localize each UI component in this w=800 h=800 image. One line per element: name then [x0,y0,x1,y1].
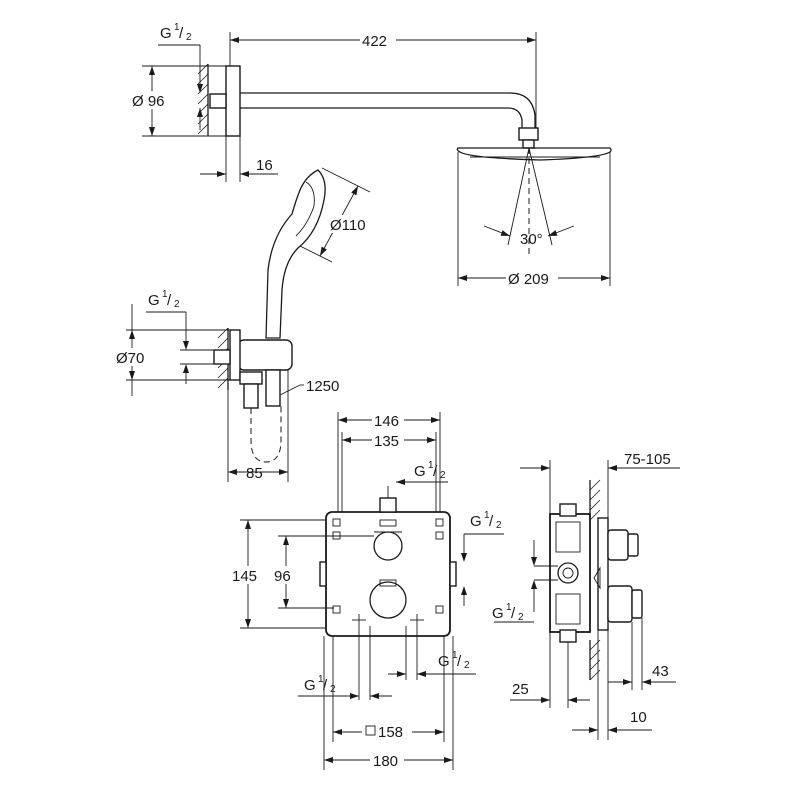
square-158-label: 158 [378,724,403,741]
hose-length-label: 1250 [306,378,339,395]
thread-label-top: G 1 / 2 [160,22,192,43]
diverter-knob-side [607,529,629,561]
side-inlet [557,562,579,584]
svg-text:/: / [433,463,438,480]
svg-text:1: 1 [318,674,324,685]
width-146-label: 146 [374,413,399,430]
svg-text:2: 2 [186,32,192,43]
svg-text:G: G [148,292,160,309]
depth-25-label: 25 [512,681,529,698]
svg-text:1: 1 [428,460,434,471]
outlet-dia-label: Ø70 [116,350,144,367]
thread-label-mixer-bottom-left: G 1 / 2 [304,674,336,695]
svg-text:1: 1 [162,289,168,300]
svg-text:2: 2 [330,684,336,695]
thermostat-knob-side [607,585,633,623]
width-135-label: 135 [374,433,399,450]
spray-angle-label: 30° [520,231,543,248]
svg-text:G: G [438,653,450,670]
mixer-front-view: 146 135 G 1 / 2 G 1 / 2 [228,411,504,770]
height-145-label: 145 [232,568,257,585]
outlet-offset-label: 85 [246,465,263,482]
svg-text:2: 2 [518,612,524,623]
svg-text:G: G [414,463,426,480]
hand-shower-dia-label: Ø110 [330,217,366,234]
svg-text:/: / [511,605,516,622]
arm-length-label: 422 [362,33,387,50]
svg-text:G: G [492,605,504,622]
thermostat-knob [369,581,407,619]
shower-arm [240,92,536,128]
mixer-side-view: 75-105 G 1 / 2 43 25 [492,451,680,740]
svg-text:2: 2 [464,660,470,671]
thread-label-mixer-top: G 1 / 2 [414,460,446,481]
svg-text:/: / [457,653,462,670]
wall-flange-dia-label: Ø 96 [132,93,165,110]
depth-10-label: 10 [630,709,647,726]
svg-text:2: 2 [174,299,180,310]
svg-text:2: 2 [440,470,446,481]
svg-text:/: / [167,292,172,309]
hand-shower [265,169,326,339]
svg-text:1: 1 [174,22,180,33]
wall-hatch-top [197,63,209,136]
svg-text:/: / [489,513,494,530]
svg-text:/: / [179,25,184,42]
diverter-knob [373,531,403,561]
thread-label-mixer-right: G 1 / 2 [470,510,502,531]
head-shower-view: 30° 422 G 1 / 2 Ø 96 [130,22,612,288]
wall-flange [225,65,241,137]
depth-range-label: 75-105 [624,451,671,468]
wall-outlet-elbow [237,339,293,371]
hand-shower-view: Ø110 G 1 / 2 Ø70 1250 85 [112,167,372,482]
head-shower-dia-label: Ø 209 [508,271,549,288]
thread-label-side: G 1 / 2 [492,602,524,623]
svg-text:1: 1 [452,650,458,661]
svg-text:G: G [470,513,482,530]
svg-text:1: 1 [506,602,512,613]
svg-text:/: / [323,677,328,694]
width-180-label: 180 [373,753,398,770]
depth-43-label: 43 [652,663,669,680]
svg-text:G: G [304,677,316,694]
thread-label-middle: G 1 / 2 [148,289,180,310]
head-shower [456,147,612,161]
cover-plate-side [597,517,609,631]
mounting-marks [332,518,444,626]
svg-text:G: G [160,25,172,42]
svg-text:1: 1 [484,510,490,521]
thread-label-mixer-bottom-right: G 1 / 2 [438,650,470,671]
svg-text:2: 2 [496,520,502,531]
wall-offset-label: 16 [256,157,273,174]
height-96-label: 96 [274,568,291,585]
